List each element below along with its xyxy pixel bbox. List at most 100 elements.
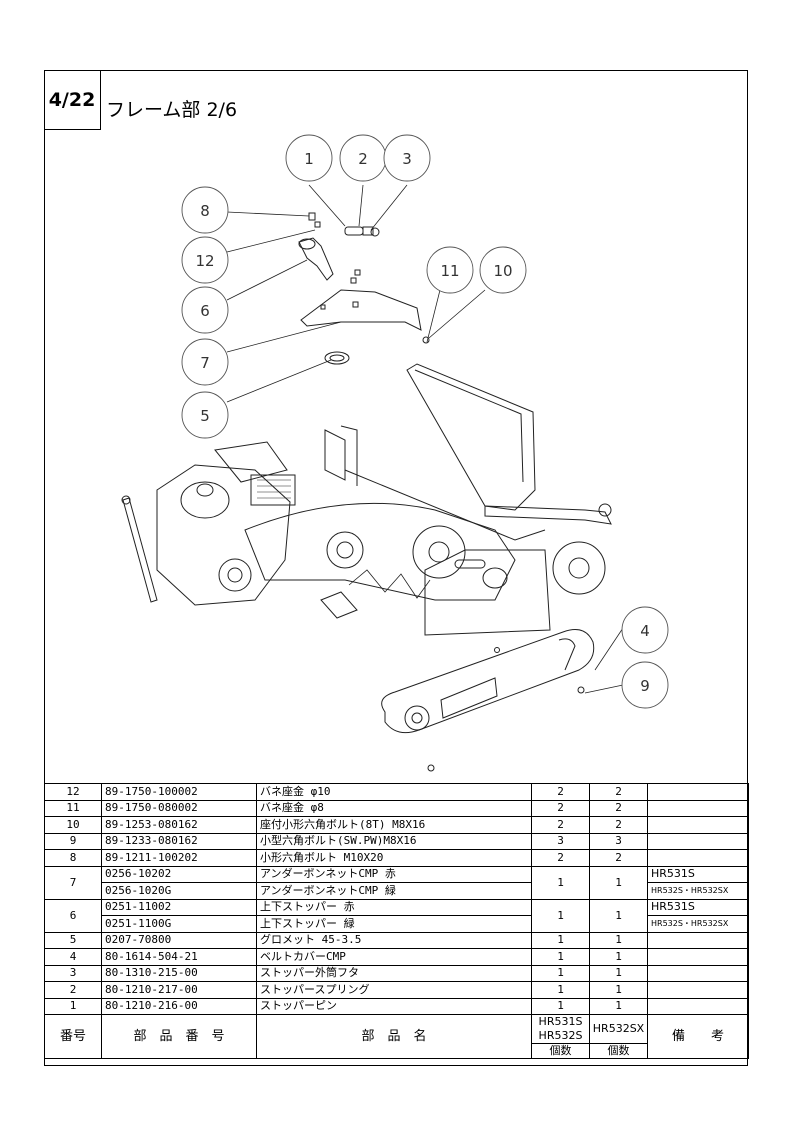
- part-code-cell: 80-1210-217-00: [101, 981, 257, 999]
- part-name-cell: バネ座金 φ8: [256, 799, 532, 817]
- remarks-cell: [647, 964, 749, 982]
- exploded-parts-diagram: 1 2 3 8 12 6 7 5 11 10 4 9: [121, 134, 669, 772]
- qty-hr531s-cell: 2: [531, 816, 590, 834]
- part-name-cell: グロメット 45-3.5: [256, 931, 532, 949]
- qty-hr531s-cell: 1: [531, 865, 590, 900]
- part-name-cell: 上下ストッパー 赤: [256, 898, 532, 916]
- remarks-cell: HR532S・HR532SX: [647, 882, 749, 900]
- callout-9: 9: [640, 677, 650, 695]
- qty-hr532sx-cell: 1: [589, 898, 648, 933]
- header-qty-2: 個数: [590, 1043, 647, 1058]
- callout-bubbles: 1 2 3 8 12 6 7 5 11 10 4 9: [181, 134, 669, 709]
- header-model-1a: HR531S: [538, 1015, 583, 1029]
- part-number-cell: 2: [44, 981, 102, 999]
- part-name-cell: ストッパー外筒フタ: [256, 964, 532, 982]
- qty-hr532sx-cell: 1: [589, 981, 648, 999]
- part-code-cell: 80-1310-215-00: [101, 964, 257, 982]
- page-title: フレーム部 2/6: [106, 99, 238, 121]
- qty-hr532sx-cell: 1: [589, 997, 648, 1015]
- qty-hr532sx-cell: 2: [589, 783, 648, 801]
- part-name-cell: ストッパースプリング: [256, 981, 532, 999]
- qty-hr532sx-cell: 3: [589, 832, 648, 850]
- qty-hr532sx-cell: 2: [589, 816, 648, 834]
- remarks-cell: HR531S: [647, 898, 749, 916]
- qty-hr531s-cell: 1: [531, 981, 590, 999]
- qty-hr531s-cell: 1: [531, 898, 590, 933]
- part-number-cell: 9: [44, 832, 102, 850]
- part-number-cell: 5: [44, 931, 102, 949]
- part-code-cell: 0251-1100G: [101, 915, 257, 933]
- remarks-cell: [647, 997, 749, 1015]
- header-model-1b: HR532S: [538, 1029, 583, 1042]
- part-number-cell: 3: [44, 964, 102, 982]
- part-code-cell: 0256-10202: [101, 865, 257, 883]
- part-name-cell: バネ座金 φ10: [256, 783, 532, 801]
- qty-hr531s-cell: 1: [531, 948, 590, 966]
- remarks-cell: [647, 783, 749, 801]
- part-name-cell: 小型六角ボルト(SW.PW)M8X16: [256, 832, 532, 850]
- remarks-cell: [647, 849, 749, 867]
- part-number-cell: 1: [44, 997, 102, 1015]
- part-name-cell: 小形六角ボルト M10X20: [256, 849, 532, 867]
- table-header-row: 番号 部 品 番 号 部 品 名 HR531S HR532S 個数 HR532S…: [44, 1014, 749, 1059]
- part-name-cell: ストッパーピン: [256, 997, 532, 1015]
- part-name-cell: 上下ストッパー 緑: [256, 915, 532, 933]
- remarks-cell: [647, 981, 749, 999]
- callout-8: 8: [200, 202, 210, 220]
- part-number-cell: 6: [44, 898, 102, 933]
- callout-11: 11: [440, 262, 459, 280]
- part-code-cell: 0207-70800: [101, 931, 257, 949]
- remarks-cell: [647, 816, 749, 834]
- part-number-cell: 11: [44, 799, 102, 817]
- part-number-cell: 7: [44, 865, 102, 900]
- remarks-cell: [647, 832, 749, 850]
- part-name-cell: アンダーボンネットCMP 赤: [256, 865, 532, 883]
- page-number: 4/22: [44, 70, 101, 130]
- part-code-cell: 80-1614-504-21: [101, 948, 257, 966]
- callout-1: 1: [304, 150, 314, 168]
- part-number-cell: 10: [44, 816, 102, 834]
- header-part-code: 部 品 番 号: [101, 1014, 257, 1059]
- callout-2: 2: [358, 150, 368, 168]
- qty-hr532sx-cell: 1: [589, 931, 648, 949]
- remarks-cell: [647, 799, 749, 817]
- qty-hr531s-cell: 2: [531, 849, 590, 867]
- qty-hr531s-cell: 3: [531, 832, 590, 850]
- qty-hr532sx-cell: 1: [589, 865, 648, 900]
- qty-hr532sx-cell: 1: [589, 948, 648, 966]
- qty-hr532sx-cell: 1: [589, 964, 648, 982]
- part-code-cell: 89-1211-100202: [101, 849, 257, 867]
- remarks-cell: HR532S・HR532SX: [647, 915, 749, 933]
- callout-7: 7: [200, 354, 210, 372]
- qty-hr531s-cell: 1: [531, 964, 590, 982]
- header-qty-1: 個数: [532, 1043, 589, 1058]
- part-number-cell: 8: [44, 849, 102, 867]
- part-code-cell: 89-1253-080162: [101, 816, 257, 834]
- callout-5: 5: [200, 407, 210, 425]
- remarks-cell: HR531S: [647, 865, 749, 883]
- part-number-cell: 12: [44, 783, 102, 801]
- callout-6: 6: [200, 302, 210, 320]
- part-code-cell: 89-1233-080162: [101, 832, 257, 850]
- part-code-cell: 80-1210-216-00: [101, 997, 257, 1015]
- header-no: 番号: [44, 1014, 102, 1059]
- part-code-cell: 0256-1020G: [101, 882, 257, 900]
- part-name-cell: 座付小形六角ボルト(8T) M8X16: [256, 816, 532, 834]
- qty-hr531s-cell: 2: [531, 783, 590, 801]
- header-model-2: HR532SX 個数: [589, 1014, 648, 1059]
